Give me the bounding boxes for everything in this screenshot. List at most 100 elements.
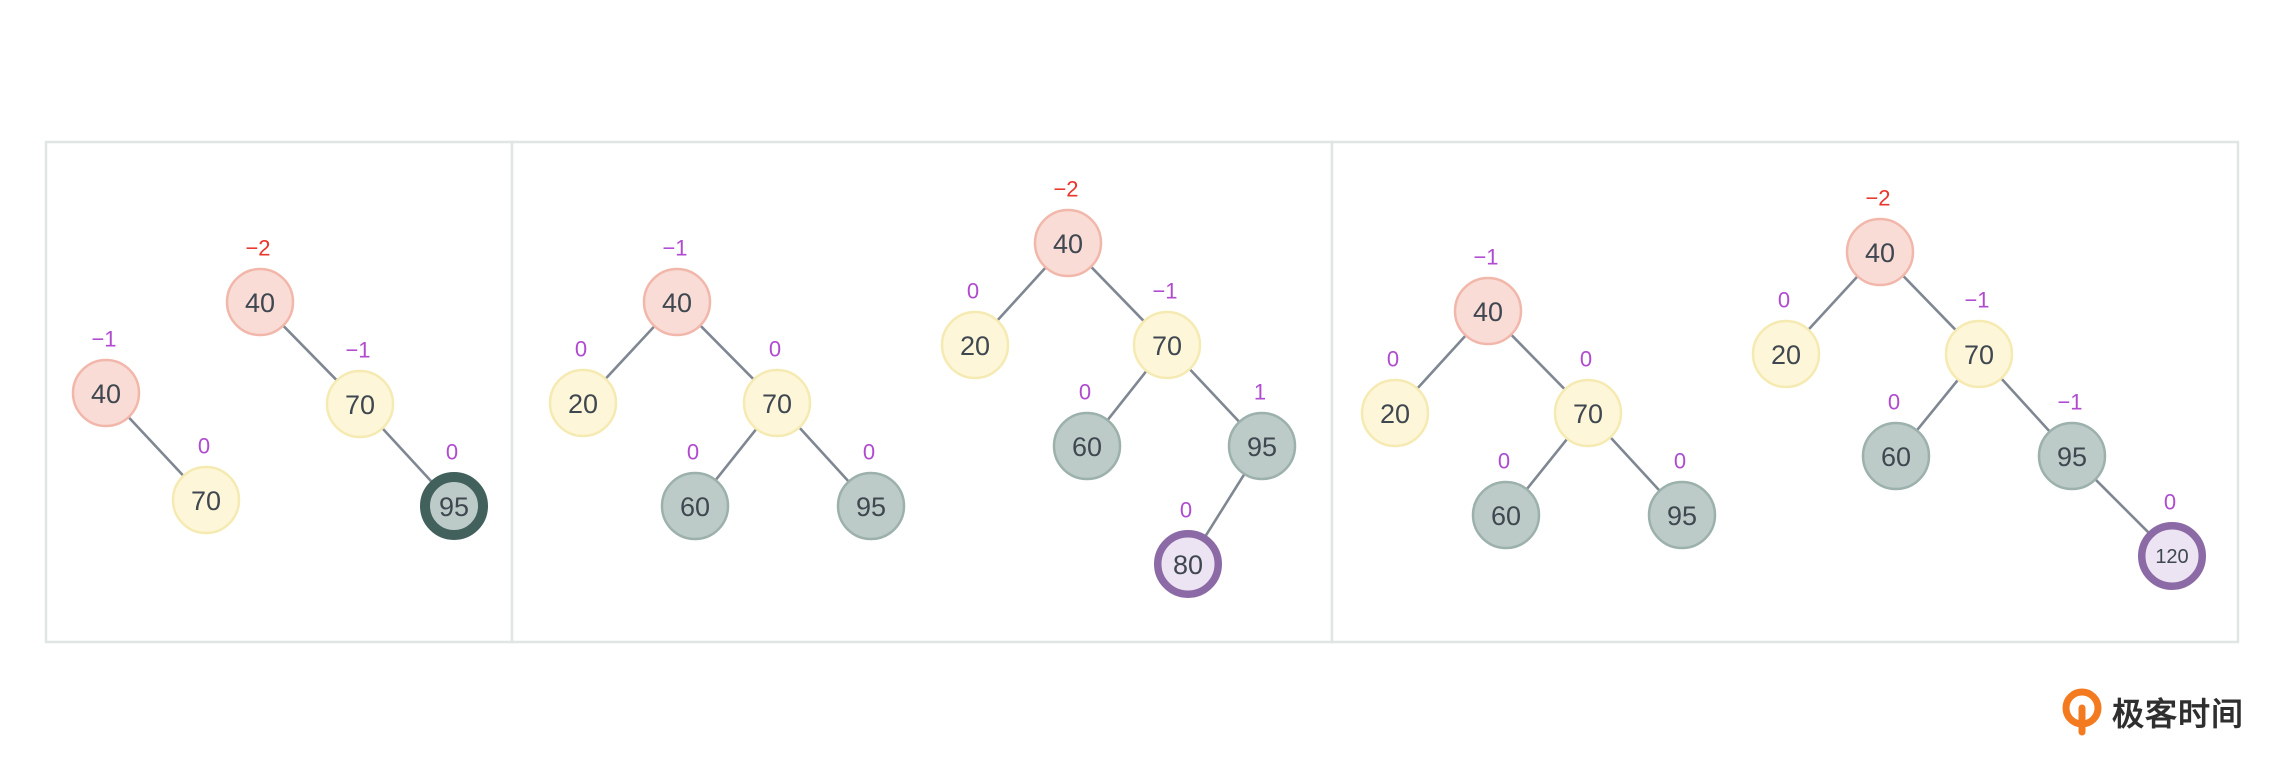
balance-factor: −2 xyxy=(1865,186,1890,211)
brand-logo: 极客时间 xyxy=(2062,686,2244,738)
tree-edge xyxy=(1090,265,1145,323)
node-value: 70 xyxy=(1152,331,1182,361)
node-value: 70 xyxy=(191,486,221,516)
node-circle xyxy=(548,368,618,438)
node-value: 95 xyxy=(1247,432,1277,462)
tree-edge xyxy=(381,427,433,483)
tree-p1-1: 40 −1 70 0 xyxy=(71,327,241,535)
node-circle xyxy=(1553,378,1623,448)
node-value: 20 xyxy=(1771,340,1801,370)
node-circle xyxy=(1453,276,1523,346)
balance-factor: 0 xyxy=(1180,498,1192,523)
tree-edge xyxy=(2000,377,2051,433)
balance-factor: 0 xyxy=(769,337,781,362)
tree-edge xyxy=(1525,437,1569,491)
tree-node: 600 xyxy=(1471,449,1541,550)
balance-factor: 0 xyxy=(687,440,699,465)
node-circle xyxy=(836,471,906,541)
tree-edge xyxy=(604,325,656,380)
node-circle xyxy=(171,465,241,535)
tree-edge xyxy=(127,416,185,477)
tree-node: 600 xyxy=(660,440,730,541)
tree-node: 70−1 xyxy=(1944,288,2014,389)
balance-factor: 0 xyxy=(1498,449,1510,474)
node-value: 60 xyxy=(1072,432,1102,462)
node-value: 20 xyxy=(960,331,990,361)
node-circle xyxy=(742,368,812,438)
tree-node: 95 0 xyxy=(1647,449,1717,550)
balance-factor: −1 xyxy=(1473,245,1498,270)
tree-node: 40 −1 xyxy=(71,327,141,428)
node-circle xyxy=(1154,530,1222,598)
tree-node: 600 xyxy=(1052,380,1122,481)
tree-node: 40−1 xyxy=(642,236,712,337)
balance-factor: −2 xyxy=(1053,177,1078,202)
node-circle xyxy=(225,267,295,337)
tree-node: 40 −2 xyxy=(1845,186,1915,287)
tree-node: 40 −2 xyxy=(1033,177,1103,278)
node-circle xyxy=(1360,378,1430,448)
node-circle xyxy=(1751,319,1821,389)
balance-factor: 0 xyxy=(863,440,875,465)
balance-factor: −1 xyxy=(2057,390,2082,415)
panels-layer xyxy=(44,140,2240,644)
balance-factor: 0 xyxy=(1778,288,1790,313)
tree-edge xyxy=(699,324,755,381)
tree-node: 600 xyxy=(1861,390,1931,491)
node-value: 95 xyxy=(2057,442,2087,472)
node-value: 70 xyxy=(345,390,375,420)
tree-node: 20 0 xyxy=(940,279,1010,380)
brand-name: 极客时间 xyxy=(2111,695,2244,733)
node-value: 20 xyxy=(568,389,598,419)
balance-factor: 0 xyxy=(1580,347,1592,372)
balance-factor: 1 xyxy=(1254,380,1266,405)
balance-factor: 0 xyxy=(198,434,210,459)
node-value: 40 xyxy=(1865,238,1895,268)
node-value: 40 xyxy=(1053,229,1083,259)
node-circle xyxy=(1845,217,1915,287)
tree-node: 70 0 xyxy=(1553,347,1623,448)
tree-edge xyxy=(1106,370,1148,421)
node-circle xyxy=(1944,319,2014,389)
tree-edge xyxy=(1416,334,1467,390)
balance-factor: 0 xyxy=(967,279,979,304)
node-value: 40 xyxy=(1473,297,1503,327)
node-value: 20 xyxy=(1380,399,1410,429)
node-circle xyxy=(1033,208,1103,278)
tree-edge xyxy=(1915,378,1960,432)
tree-edge xyxy=(714,428,758,481)
node-value: 70 xyxy=(1573,399,1603,429)
balance-factor: 0 xyxy=(1674,449,1686,474)
balance-factor: −1 xyxy=(91,327,116,352)
tree-node: 95 −1 xyxy=(2037,390,2107,491)
node-circle xyxy=(2138,522,2206,590)
node-value: 95 xyxy=(439,492,469,522)
tree-edge xyxy=(1902,274,1957,332)
tree-edge xyxy=(996,266,1047,322)
tree-node: 70 −1 xyxy=(325,338,395,439)
balance-factor: 0 xyxy=(575,337,587,362)
node-value: 95 xyxy=(1667,501,1697,531)
tree-edge xyxy=(1204,473,1246,537)
node-circle xyxy=(71,358,141,428)
tree-edge xyxy=(2094,478,2150,534)
tree-node: 800 xyxy=(1154,498,1222,598)
tree-edge xyxy=(282,324,338,382)
node-circle xyxy=(642,267,712,337)
balance-factor: −1 xyxy=(345,338,370,363)
node-value: 120 xyxy=(2155,546,2188,568)
tree-node: 70 0 xyxy=(171,434,241,535)
tree-node: 95 0 xyxy=(836,440,906,541)
tree-node: 70−1 xyxy=(1132,279,1202,380)
node-value: 70 xyxy=(1964,340,1994,370)
node-value: 95 xyxy=(856,492,886,522)
balance-factor: 0 xyxy=(1888,390,1900,415)
node-value: 40 xyxy=(91,379,121,409)
tree-node: 950 xyxy=(420,440,488,540)
tree-node: 20 0 xyxy=(548,337,618,438)
